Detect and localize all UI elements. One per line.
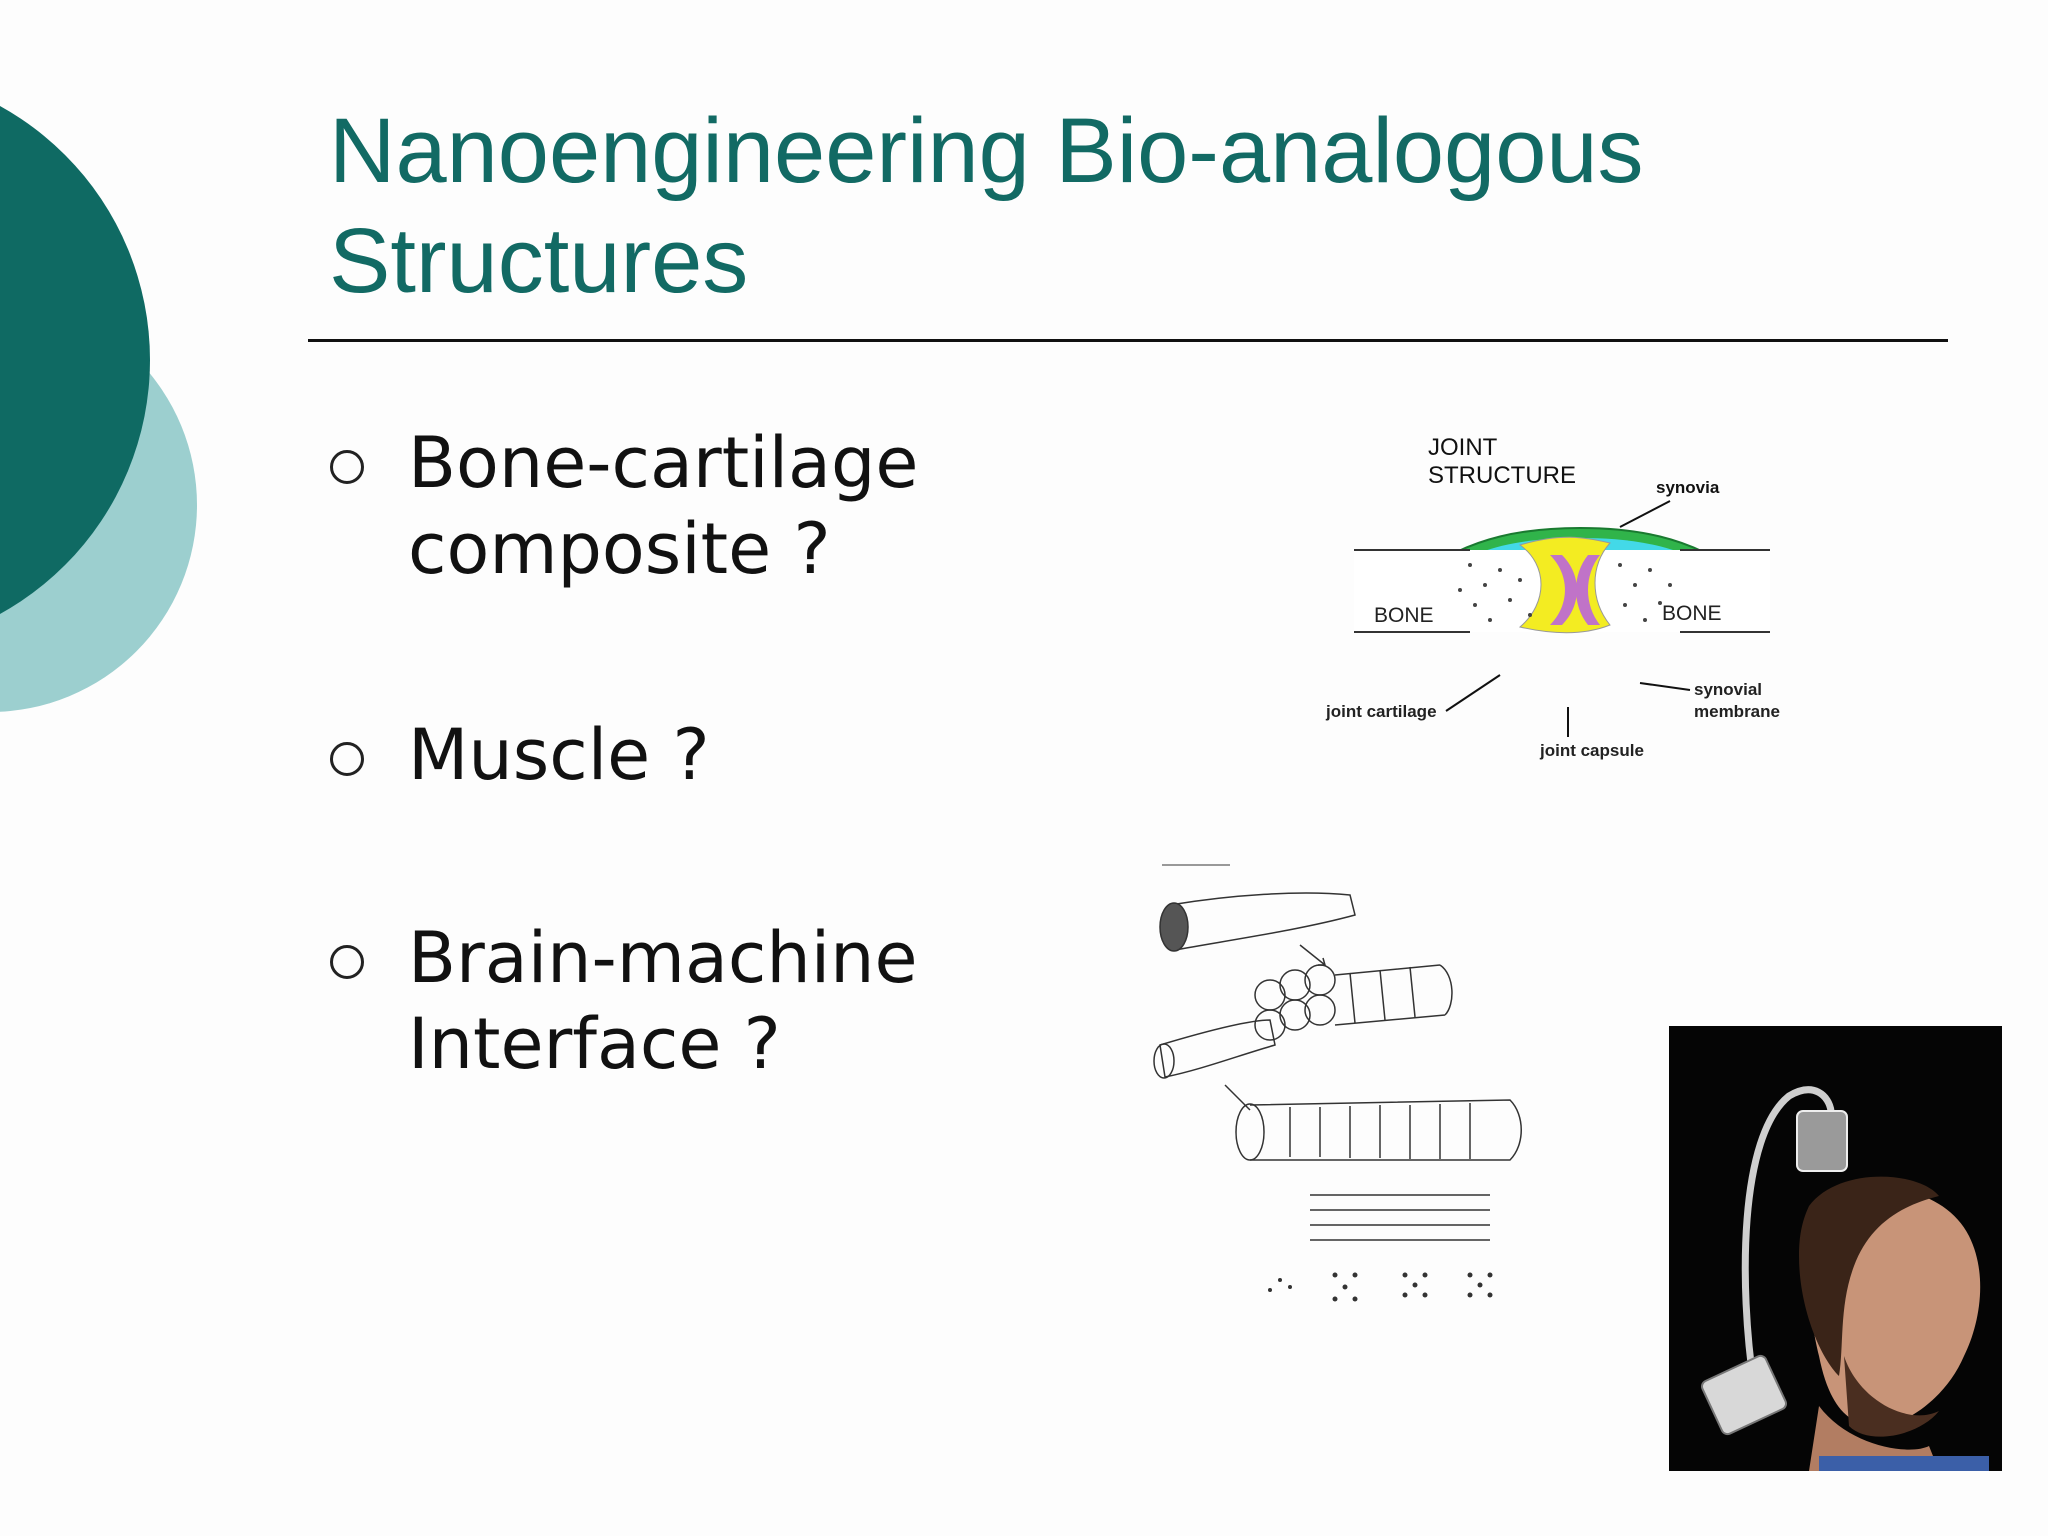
bone-spongy-texture [1458, 563, 1672, 622]
bullet-line: Bone-cartilage [408, 422, 919, 504]
arrow-1 [1299, 944, 1326, 966]
right-bone-shaft [1592, 550, 1770, 632]
joint-capsule-label: joint capsule [1539, 741, 1644, 760]
dark-teal-circle [0, 106, 150, 614]
joint-cartilage-label: joint cartilage [1325, 702, 1437, 721]
fiber-bundle [1254, 964, 1453, 1041]
collar-shape [1819, 1456, 1989, 1471]
bone-right-label: BONE [1662, 602, 1722, 625]
bullet-line: Interface ? [408, 1003, 781, 1085]
brain-machine-interface-photo [1669, 1026, 2002, 1471]
joint-cartilage-pointer [1445, 674, 1501, 712]
beard-shape [1844, 1356, 1939, 1437]
joint-heading-line-1: JOINT [1428, 434, 1498, 461]
circle-bullet-icon [330, 945, 364, 979]
myofibril-end [1235, 1103, 1265, 1161]
slide-title-line-1: Nanoengineering Bio-analogous [329, 100, 1644, 202]
bullet-text: Muscle ? [408, 712, 710, 798]
bullet-line: composite ? [408, 508, 831, 590]
muscle-fiber-diagram [1153, 864, 1522, 1302]
sarcomere-lines [1310, 1194, 1490, 1241]
bullet-line: Muscle ? [408, 714, 710, 796]
arrow-2 [1224, 1084, 1251, 1111]
slide-title: Nanoengineering Bio-analogous Structures [329, 96, 1829, 316]
single-fiber [1159, 1019, 1276, 1078]
myofibril [1249, 1099, 1522, 1161]
joint-heading-line-2: STRUCTURE [1428, 462, 1576, 489]
synovial-membrane-label-line-2: membrane [1694, 702, 1780, 721]
title-divider [308, 339, 1948, 342]
filament-cross-sections [1268, 1272, 1493, 1302]
bullet-text: Bone-cartilage composite ? [408, 420, 918, 592]
bullet-line: Brain-machine [408, 917, 918, 999]
bullet-text: Brain-machine Interface ? [408, 915, 918, 1087]
synovial-membrane-pointer [1639, 682, 1691, 691]
synovia-label: synovia [1656, 478, 1720, 497]
single-fiber-end [1153, 1043, 1175, 1079]
synovial-membrane-left [1550, 555, 1577, 625]
patient-illustration-icon [1669, 1026, 2002, 1471]
interface-device [1700, 1354, 1788, 1436]
interface-cable [1741, 1086, 1835, 1387]
myofibril-striations [1289, 1103, 1471, 1159]
hair-shape [1799, 1176, 1939, 1376]
slide-decoration-circles [0, 106, 197, 712]
muscle-bundle [1169, 892, 1356, 951]
interface-connector [1796, 1110, 1848, 1172]
synovial-membrane-label-line-1: synovial [1694, 680, 1762, 699]
joint-structure-diagram: JOINT STRUCTURE synovia BONE BONE synovi… [1325, 434, 1780, 760]
bone-left-label: BONE [1374, 604, 1434, 627]
synovial-membrane-right [1576, 555, 1600, 625]
circle-bullet-icon [330, 450, 364, 484]
circle-bullet-icon [330, 742, 364, 776]
slide-title-line-2: Structures [329, 210, 749, 312]
synovia-pointer [1619, 500, 1671, 528]
muscle-bundle-end [1159, 902, 1189, 952]
neck-shape [1809, 1406, 1939, 1471]
